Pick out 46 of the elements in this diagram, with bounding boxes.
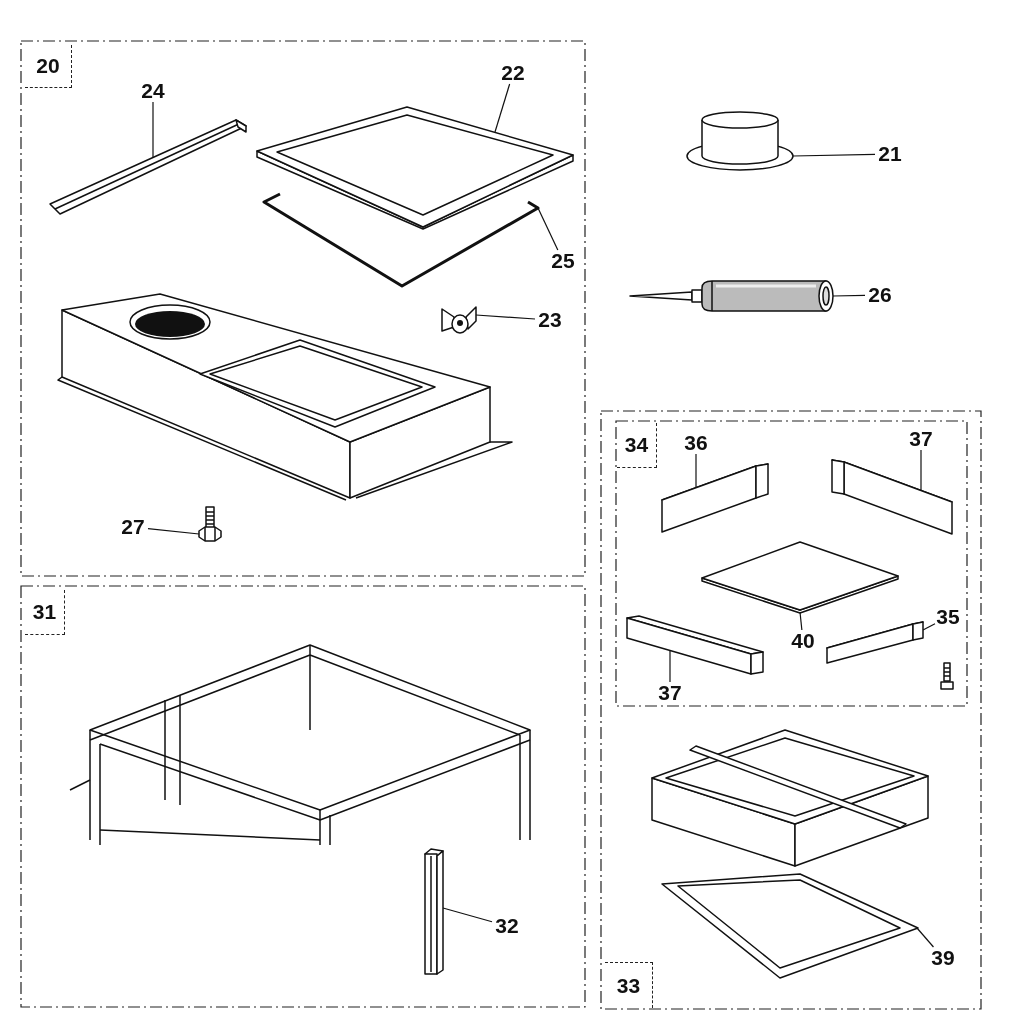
assembly-panel [600,410,982,1010]
callout-number: 37 [906,428,936,450]
callout-number: 36 [681,432,711,454]
group-number: 31 [25,590,65,635]
assembly-panel [615,420,968,707]
wing-nut-drawing [438,303,478,337]
group-number: 33 [605,962,653,1008]
insulation-strip-drawing [825,620,925,665]
leader-line [494,83,511,133]
callout-number: 21 [875,143,905,165]
insulation-block-drawing [625,616,765,676]
leader-line [799,611,803,631]
leader-line [922,623,936,631]
callout-number: 39 [928,947,958,969]
callout-number: 25 [548,250,578,272]
callout-number: 26 [865,284,895,306]
callout-number: 32 [492,915,522,937]
callout-number: 23 [535,309,565,331]
leader-line [537,207,559,251]
filter-frame-drawing [255,105,575,230]
callout-number: 27 [118,516,148,538]
channel-rail-drawing [48,118,248,218]
leader-line [832,294,866,297]
leader-line [147,528,200,535]
bolt-drawing [195,505,225,543]
leader-line [792,153,876,157]
callout-number: 40 [788,630,818,652]
insulation-block-drawing [660,462,770,534]
group-number: 20 [25,45,72,88]
callout-number: 37 [655,682,685,704]
callout-number: 35 [935,606,961,628]
insulation-block-drawing [830,458,955,536]
collar-drawing [685,110,795,172]
assembly-panel [20,585,586,1008]
assembly-panel [20,40,586,577]
leader-line [916,927,935,948]
leader-line [442,907,493,923]
sealant-tube-drawing [630,278,835,314]
leader-line [920,449,922,492]
leader-line [475,314,536,320]
leader-line [669,650,671,683]
callout-number: 22 [498,62,528,84]
insulation-plate-drawing [700,540,900,615]
drip-tray-drawing [660,872,920,980]
group-number: 34 [617,423,657,468]
callout-number: 24 [138,80,168,102]
